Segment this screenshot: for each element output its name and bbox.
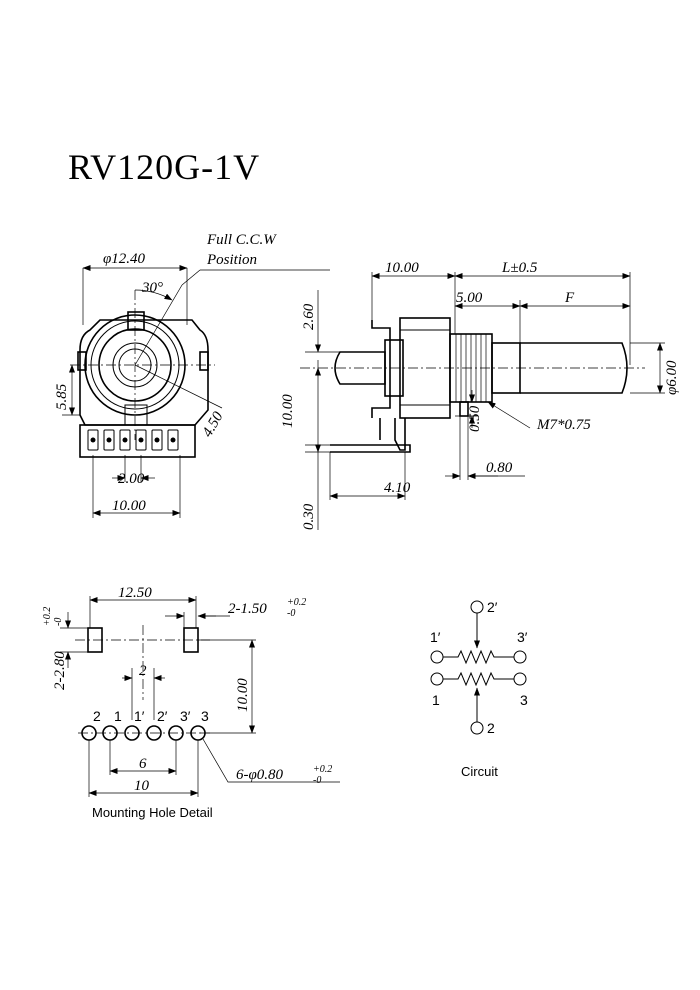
- pin-label-2: 2: [93, 708, 101, 724]
- dim-2: 2: [139, 663, 147, 679]
- dim-4-50: 4.50: [200, 409, 227, 440]
- note-position: Position: [206, 252, 257, 268]
- dim-12-50: 12.50: [118, 585, 152, 601]
- dim-slot-tol-minus: -0: [287, 608, 295, 619]
- dim-0-50: 0.50: [467, 405, 483, 432]
- dim-4-10: 4.10: [384, 480, 411, 496]
- mounting-caption: Mounting Hole Detail: [92, 805, 213, 820]
- dim-slot-width: 2-1.50: [228, 601, 267, 617]
- dim-0-30: 0.30: [301, 503, 317, 530]
- dim-slot2-tol-minus: -0: [53, 618, 64, 626]
- circuit-label-3-prime: 3′: [517, 629, 528, 645]
- dim-2-60: 2.60: [301, 303, 317, 330]
- dim-slot-tol-plus: +0.2: [287, 597, 306, 608]
- dim-width-10-00: 10.00: [112, 498, 146, 514]
- dim-dia-12-40: φ12.40: [103, 251, 146, 267]
- dim-hole-tol-plus: +0.2: [313, 764, 332, 775]
- dim-f: F: [564, 290, 575, 306]
- pin-label-1-prime: 1′: [134, 708, 145, 724]
- dim-l-tolerance: L±0.5: [501, 260, 538, 276]
- pin-label-3-prime: 3′: [180, 708, 191, 724]
- pin-label-1: 1: [114, 708, 122, 724]
- dim-slot2-tol-plus: +0.2: [42, 607, 53, 626]
- circuit-label-2-prime: 2′: [487, 599, 498, 615]
- circuit-caption: Circuit: [461, 764, 498, 779]
- dim-pitch-2-00: 2.00: [118, 471, 145, 487]
- pin-label-2-prime: 2′: [157, 708, 168, 724]
- dim-5-85: 5.85: [54, 383, 70, 410]
- dim-10-00-vertical: 10.00: [280, 394, 296, 428]
- dim-10: 10: [134, 778, 150, 794]
- terminal-pins: [87, 429, 179, 451]
- circuit-label-2: 2: [487, 720, 495, 736]
- note-full-ccw: Full C.C.W: [206, 232, 277, 248]
- side-view: 10.00 L±0.5 5.00 F 2.60 φ6.00 10.00 0.50…: [280, 260, 680, 530]
- dim-slot-height: 2-2.80: [52, 651, 68, 690]
- thread-lines: [455, 334, 487, 402]
- dim-10-00: 10.00: [235, 678, 251, 712]
- pin-label-3: 3: [201, 708, 209, 724]
- circuit-label-1: 1: [432, 692, 440, 708]
- circuit-label-1-prime: 1′: [430, 629, 441, 645]
- circuit-diagram: 2′ 1′ 3′ 1 3 2 Circuit: [430, 599, 528, 779]
- dim-10-00-top: 10.00: [385, 260, 419, 276]
- circuit-label-3: 3: [520, 692, 528, 708]
- dim-dia-6-00: φ6.00: [664, 360, 680, 395]
- mounting-hole-detail: 12.50 2-1.50 +0.2 -0 2-2.80 +0.2 -0 2 10…: [42, 585, 340, 820]
- dim-thread-m7: M7*0.75: [536, 417, 591, 433]
- dim-hole-dia: 6-φ0.80: [236, 767, 284, 783]
- dim-6: 6: [139, 756, 147, 772]
- dim-hole-tol-minus: -0: [313, 775, 321, 786]
- dim-0-80: 0.80: [486, 460, 513, 476]
- front-view: Full C.C.W Position φ12.40 30° 5.85 4.50…: [54, 232, 330, 518]
- drawing-title: RV120G-1V: [68, 147, 261, 187]
- dim-5-00: 5.00: [456, 290, 483, 306]
- dim-30-deg: 30°: [141, 280, 163, 296]
